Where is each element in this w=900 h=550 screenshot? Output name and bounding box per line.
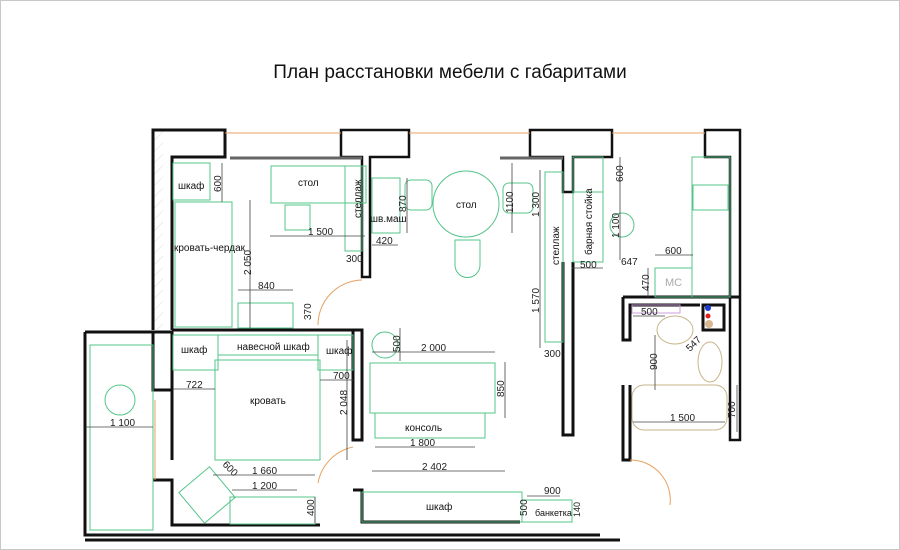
label-wardrobe-bed-right: шкаф bbox=[326, 345, 352, 357]
dim-300: 300 bbox=[544, 349, 561, 360]
dimension-labels: 600 1 500 870 420 300 2 050 840 370 1100… bbox=[110, 165, 738, 517]
dim-1800: 1 800 bbox=[410, 438, 435, 449]
label-wall-cabinet: навесной шкаф bbox=[237, 341, 310, 353]
label-wardrobe-bed-left: шкаф bbox=[181, 344, 207, 356]
dim-2402: 2 402 bbox=[422, 462, 447, 473]
dim-400: 400 bbox=[306, 499, 317, 516]
dim-600: 600 bbox=[665, 246, 682, 257]
label-shelf-living: стеллаж bbox=[551, 226, 562, 265]
label-wc: МС bbox=[665, 277, 682, 289]
label-loft-bed: кровать-чердак bbox=[174, 243, 246, 254]
label-washer: шв.маш bbox=[370, 214, 407, 225]
dim-900: 900 bbox=[544, 486, 561, 497]
dim-700: 700 bbox=[333, 371, 350, 382]
walls bbox=[83, 128, 742, 542]
dim-600: 600 bbox=[213, 175, 224, 192]
dim-2048: 2 048 bbox=[339, 390, 350, 415]
label-bar-counter: барная стойка bbox=[583, 188, 595, 255]
dim-722: 722 bbox=[186, 380, 203, 391]
dim-370: 370 bbox=[303, 303, 314, 320]
dim-900: 900 bbox=[649, 353, 660, 370]
dim-1100: 1100 bbox=[505, 191, 516, 213]
furniture bbox=[89, 156, 731, 531]
dim-420: 420 bbox=[376, 236, 393, 247]
dim-500: 500 bbox=[519, 499, 530, 516]
dim-1100: 1 100 bbox=[110, 418, 135, 429]
dim-2050: 2 050 bbox=[243, 250, 254, 275]
label-dining-table: стол bbox=[456, 200, 477, 211]
dimension-lines bbox=[86, 157, 738, 523]
dim-1100: 1 100 bbox=[611, 213, 622, 238]
dim-2000: 2 000 bbox=[421, 343, 446, 354]
dim-700: 700 bbox=[727, 401, 738, 418]
dim-1500: 1 500 bbox=[308, 227, 333, 238]
dim-500: 500 bbox=[641, 307, 658, 318]
dim-300: 300 bbox=[346, 254, 363, 265]
dim-500: 500 bbox=[580, 260, 597, 271]
dim-1300: 1 300 bbox=[531, 192, 542, 217]
windows bbox=[154, 132, 705, 480]
dim-870: 870 bbox=[398, 195, 409, 212]
dim-1570: 1 570 bbox=[531, 288, 542, 313]
dim-1660: 1 660 bbox=[252, 466, 277, 477]
dim-647: 647 bbox=[621, 257, 638, 268]
label-shelf-kid: стеллаж bbox=[353, 179, 364, 218]
label-bed: кровать bbox=[250, 396, 286, 407]
plan-title: План расстановки мебели с габаритами bbox=[273, 62, 627, 83]
dim-840: 840 bbox=[258, 281, 275, 292]
label-console: консоль bbox=[405, 423, 442, 434]
dim-600: 600 bbox=[615, 165, 626, 182]
dim-547: 547 bbox=[684, 334, 704, 354]
label-wardrobe-hall: шкаф bbox=[426, 501, 452, 513]
doors bbox=[317, 279, 671, 506]
dim-140: 140 bbox=[572, 502, 582, 517]
dim-850: 850 bbox=[496, 380, 507, 397]
dim-600: 600 bbox=[220, 459, 240, 479]
dim-500: 500 bbox=[392, 335, 403, 352]
label-desk: стол bbox=[298, 178, 319, 189]
room-labels: шкаф кровать-чердак стол стеллаж шв.маш … bbox=[174, 178, 682, 518]
dim-1200: 1 200 bbox=[252, 481, 277, 492]
dim-1500: 1 500 bbox=[670, 413, 695, 424]
label-bench: банкетка bbox=[535, 508, 572, 518]
dim-470: 470 bbox=[641, 274, 652, 291]
label-wardrobe-kid: шкаф bbox=[178, 180, 204, 192]
